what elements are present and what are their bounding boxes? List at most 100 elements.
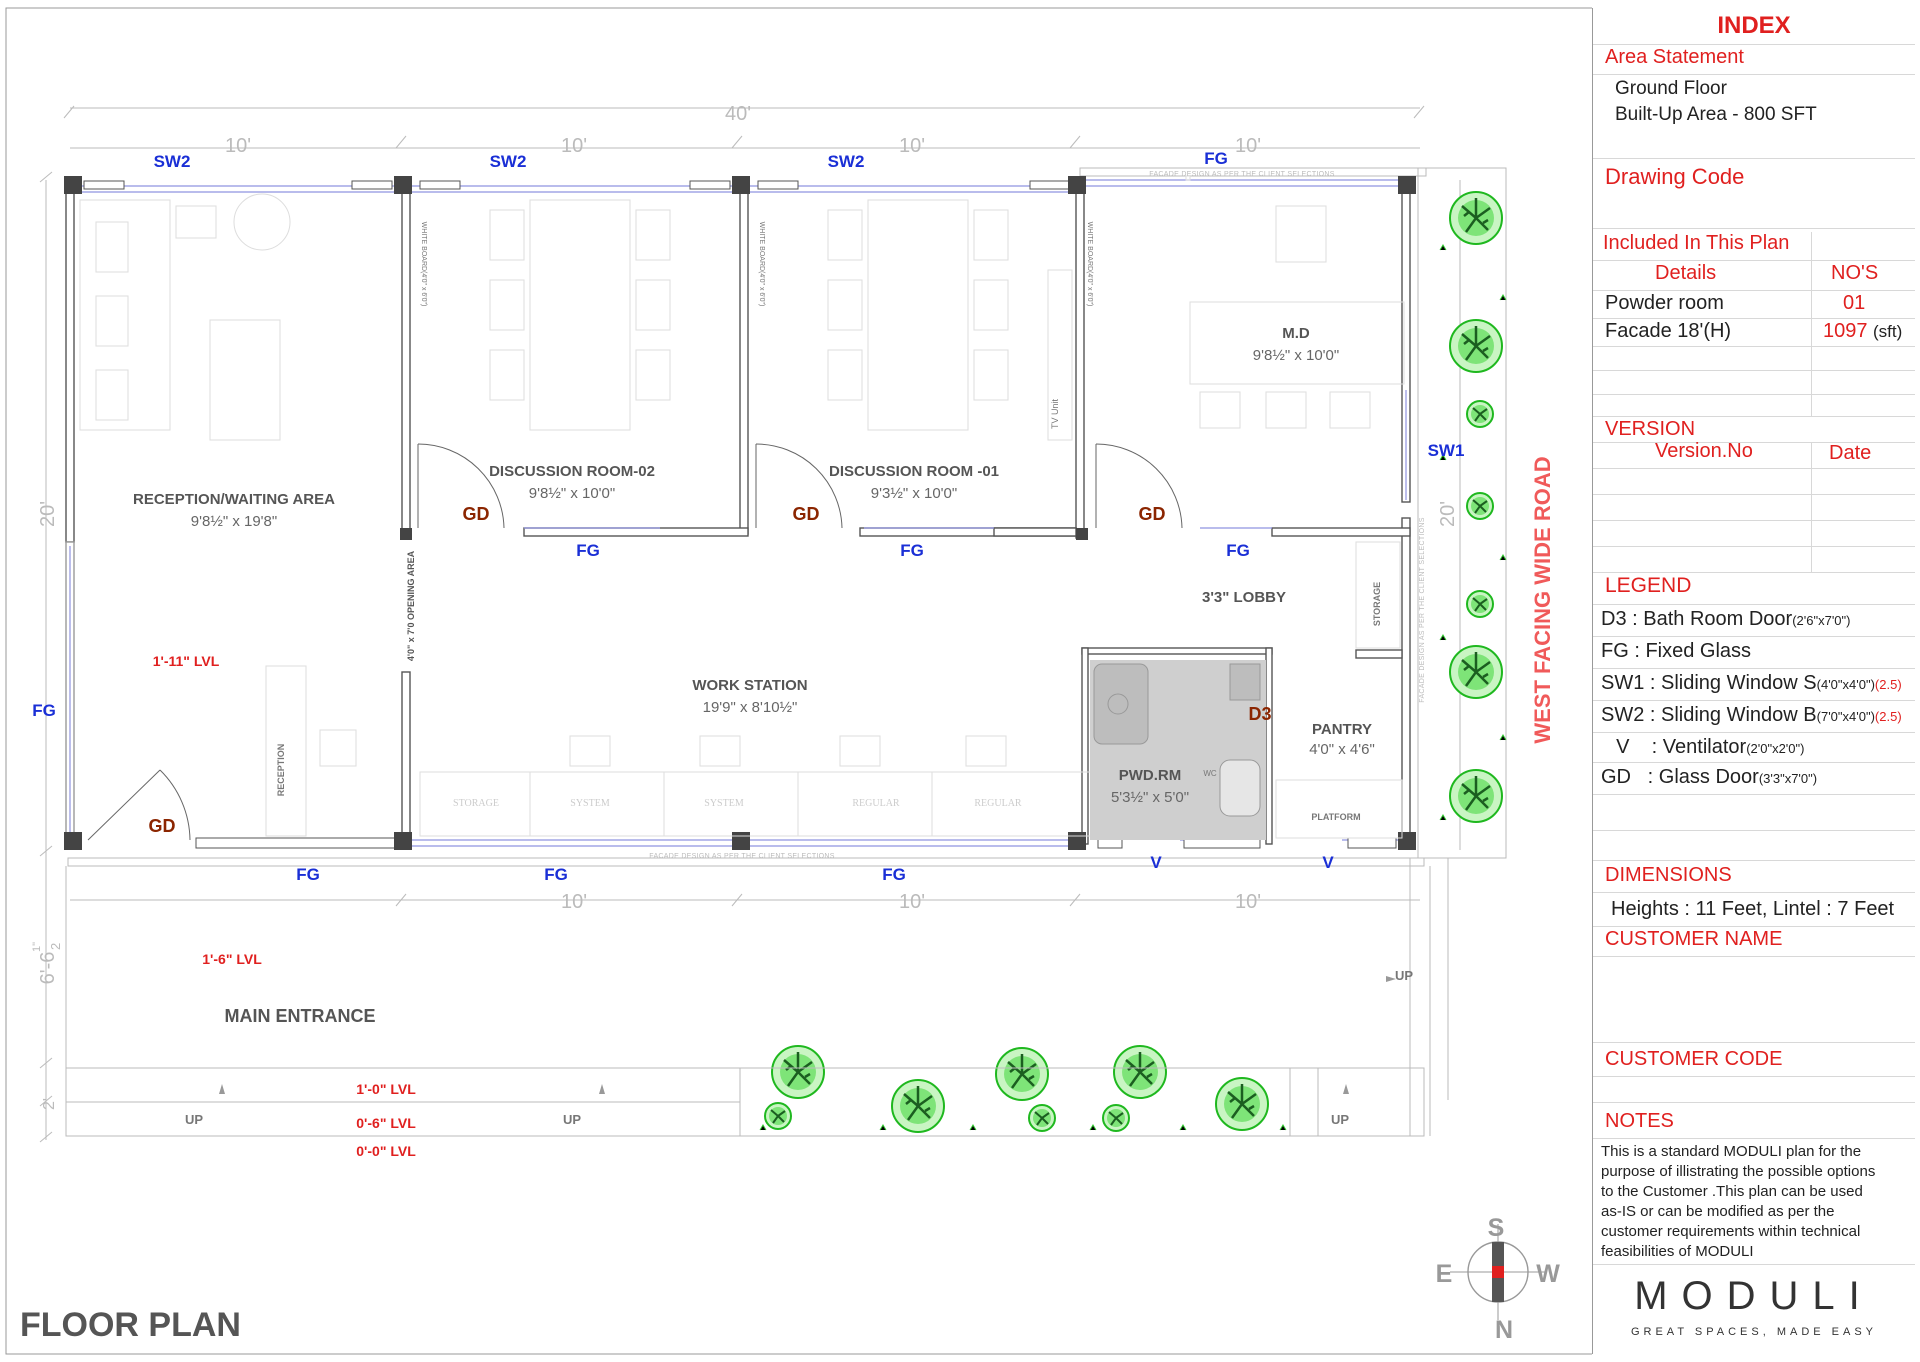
up-label-3: UP <box>1331 1112 1349 1127</box>
index-title: INDEX <box>1717 12 1791 39</box>
reception-desk-label: RECEPTION <box>276 744 286 797</box>
up-arrows <box>219 976 1396 1094</box>
level-5: 0'-0" LVL <box>356 1143 416 1159</box>
v-tag-1: V <box>1150 853 1162 872</box>
fg-tag-top: FG <box>1204 149 1228 168</box>
item-qty-2: 1097 <box>1823 320 1868 342</box>
fg-tag-2: FG <box>900 541 924 560</box>
date-header: Date <box>1829 442 1872 464</box>
legend-heading: LEGEND <box>1605 574 1692 597</box>
legend-item-gd: GD : Glass Door(3'3"x7'0") <box>1601 766 1818 788</box>
level-2: 1'-6" LVL <box>202 951 262 967</box>
pantry-name: PANTRY <box>1312 721 1372 738</box>
dim-top-2: 10' <box>561 135 587 157</box>
dim-top-3: 10' <box>899 135 925 157</box>
dim-top-1: 10' <box>225 135 251 157</box>
md-name: M.D <box>1282 325 1310 342</box>
compass-s: S <box>1488 1214 1505 1242</box>
desk-label-5: REGULAR <box>974 798 1022 809</box>
dim-entrance: 6'-6 <box>37 952 59 985</box>
fg-tag-5: FG <box>544 865 568 884</box>
compass-w: W <box>1536 1260 1560 1288</box>
up-label-4: UP <box>1395 968 1413 983</box>
notes-heading: NOTES <box>1605 1110 1674 1132</box>
item-qty-1: 01 <box>1843 292 1866 314</box>
dim-entrance-den: 2 <box>48 943 63 950</box>
nos-header: NO'S <box>1831 262 1879 284</box>
steps <box>65 866 1425 1137</box>
whiteboard-2: WHITE BOARD(4'0" x 6'0") <box>758 222 765 307</box>
dim-top-4: 10' <box>1235 135 1261 157</box>
fg-tag-1: FG <box>576 541 600 560</box>
md-size: 9'8½" x 10'0" <box>1253 347 1339 364</box>
pwd-name: PWD.RM <box>1119 767 1182 784</box>
disc1-size: 9'3½" x 10'0" <box>871 485 957 502</box>
notes-text: This is a standard MODULI plan for the p… <box>1601 1143 1876 1260</box>
legend-item-sw2: SW2 : Sliding Window B(7'0"x4'0")(2.5) <box>1601 704 1902 726</box>
included-heading: Included In This Plan <box>1603 232 1790 254</box>
dim-overall: 40' <box>725 103 751 125</box>
fg-tag-4: FG <box>296 865 320 884</box>
storage-label: STORAGE <box>1372 582 1382 626</box>
customer-name-heading: CUSTOMER NAME <box>1605 928 1783 950</box>
gd-tag-1: GD <box>463 504 490 524</box>
platform-label: PLATFORM <box>1311 812 1360 822</box>
facade-note-top: FACADE DESIGN AS PER THE CLIENT SELECTIO… <box>1149 171 1334 178</box>
facade-note-right: FACADE DESIGN AS PER THE CLIENT SELECTIO… <box>1419 517 1426 702</box>
version-heading: VERSION <box>1605 418 1696 440</box>
lobby: 3'3" LOBBY <box>1202 589 1286 606</box>
whiteboard-3: WHITE BOARD(4'0" x 6'0") <box>1086 222 1093 307</box>
drawing-frame <box>5 7 1592 1355</box>
pantry-size: 4'0" x 4'6" <box>1309 741 1375 758</box>
reception-name: RECEPTION/WAITING AREA <box>133 491 335 508</box>
furniture <box>79 175 1405 839</box>
whiteboard-1: WHITE BOARD(4'0" x 6'0") <box>420 222 427 307</box>
sw2-tag-3: SW2 <box>828 152 865 171</box>
floor-name: Ground Floor <box>1615 78 1727 99</box>
legend-item-d3: D3 : Bath Room Door(2'6"x7'0") <box>1601 608 1851 630</box>
desk-label-4: REGULAR <box>852 798 900 809</box>
wc-label: WC <box>1203 769 1217 778</box>
sw2-tag-1: SW2 <box>154 152 191 171</box>
gd-tag-4: GD <box>149 816 176 836</box>
facade-outline <box>67 167 1507 1136</box>
opening-label: 4'0" x 7'0 OPENING AREA <box>406 550 416 661</box>
disc1-name: DISCUSSION ROOM -01 <box>829 463 999 480</box>
compass <box>1450 1224 1546 1320</box>
sw1-tag: SW1 <box>1428 441 1465 460</box>
disc2-size: 9'8½" x 10'0" <box>529 485 615 502</box>
legend-item-v: V : Ventilator(2'0"x2'0") <box>1605 736 1805 758</box>
grass-marks <box>759 244 1507 1131</box>
dim-entrance-frac: 1" <box>31 942 43 952</box>
level-3: 1'-0" LVL <box>356 1081 416 1097</box>
sw2-tag-2: SW2 <box>490 152 527 171</box>
pwd-size: 5'3½" x 5'0" <box>1111 789 1189 806</box>
window-frames <box>83 180 1397 849</box>
dim-bottom-3: 10' <box>1235 891 1261 913</box>
fg-tag-3: FG <box>1226 541 1250 560</box>
level-1: 1'-11" LVL <box>153 653 220 669</box>
legend-item-sw1: SW1 : Sliding Window S(4'0"x4'0")(2.5) <box>1601 672 1902 694</box>
index-panel: INDEX Area Statement Ground Floor Built-… <box>1592 8 1915 1354</box>
main-entrance: MAIN ENTRANCE <box>225 1006 376 1026</box>
facade-note-bottom: FACADE DESIGN AS PER THE CLIENT SELECTIO… <box>649 853 834 860</box>
area-statement-heading: Area Statement <box>1605 46 1744 68</box>
disc2-name: DISCUSSION ROOM-02 <box>489 463 655 480</box>
desk-label-3: SYSTEM <box>704 798 744 809</box>
work-size: 19'9" x 8'10½" <box>703 699 798 716</box>
customer-code-heading: CUSTOMER CODE <box>1605 1048 1783 1070</box>
desk-label-1: STORAGE <box>453 798 499 809</box>
moduli-tagline: GREAT SPACES, MADE EASY <box>1630 1326 1878 1338</box>
item-name-1: Powder room <box>1605 292 1724 314</box>
floor-plan-drawing: 40' 10' 10' 10' 10' 10' 10' 10' 20' 20' … <box>5 7 1592 1355</box>
drawing-code-heading: Drawing Code <box>1605 164 1745 189</box>
d3-tag: D3 <box>1248 704 1271 724</box>
item-name-2: Facade 18'(H) <box>1605 320 1732 342</box>
tv-label: TV Unit <box>1050 399 1060 430</box>
dimension-lines <box>39 105 1461 1143</box>
version-no-header: Version.No <box>1655 440 1753 462</box>
dim-bottom-2: 10' <box>899 891 925 913</box>
road-label: WEST FACING WIDE ROAD <box>1530 456 1555 743</box>
work-name: WORK STATION <box>692 677 807 694</box>
gd-tag-3: GD <box>1139 504 1166 524</box>
